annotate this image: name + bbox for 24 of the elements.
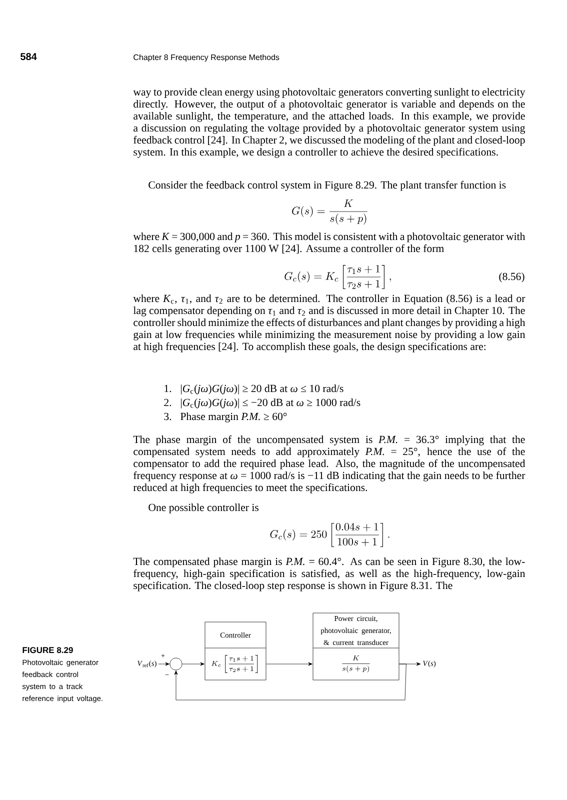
body-paragraph: where K$_{c}$, τ$_{1}$, and τ$_{2}$ are to be determined. The controller in Equation (8.56) is a lead or lag compensator depending on τ$_{1}$ and τ$_{2}$ and is discussed in more detail in Chapter 10. The controller should minimize the effects of disturbances and plant changes by providing a high gain at low frequencies while minimizing the measurement noise by providing a low gain at high frequencies [24]. To accomplish these goals, the design specifications are: bbox=[133, 294, 526, 352]
equation-number: (8.56) bbox=[499, 272, 524, 282]
equation: $G_c(s) = 250\left[\frac{0.04s+1}{100s+1}\right].$ bbox=[270, 522, 390, 547]
list-item: Phase margin P.M. ≥ 60° bbox=[180, 412, 287, 422]
figure-number: FIGURE 8.29 bbox=[22, 647, 73, 654]
body-paragraph: way to provide clean energy using photovoltaic generators converting sunlight to electricity directly. However, the output of a photovoltaic generator is variable and depends on the available sunlight, the temperature, and the attached loads. In this example, we provide a discussion on regulating the voltage provided by a photovoltaic generator system using feedback control [24]. In Chapter 2, we discussed the modeling of the plant and closed-loop system. In this example, we design a controller to achieve the desired specifications. bbox=[133, 88, 526, 158]
list-item: |G$_{c}$(jω)G(jω)| ≤ −20 dB at ω ≥ 1000 rad/s bbox=[181, 398, 360, 408]
body-paragraph: One possible controller is bbox=[148, 504, 258, 514]
body-paragraph: where K = 300,000 andp = 360. This model is consistent with a photovoltaic generator with 182 cells generating over 1100 W [24]. Assume a controller of the form bbox=[133, 232, 526, 254]
arrow bbox=[266, 662, 312, 666]
body-paragraph: The compensated phase margin is P.M. = 60.4°. As can be seen in Figure 8.30, the low-frequency, high-gain specification is satisfied, as well as the high-frequency, low-gain specification. The closed-loop step response is shown in Figure 8.31. The bbox=[133, 558, 526, 592]
feedback-arrow bbox=[174, 664, 406, 700]
list-number: 2. bbox=[164, 398, 172, 406]
body-paragraph: The phase margin of the uncompensated system is P.M. = 36.3° implying that the compensated system needs to add approximately P.M. = 25°, hence the use of the compensator to add the required phase lead. Also, the magnitude of the uncompensated frequency response at ω = 1000 rad/s is −11 dB indicating that the gain needs to be further reduced at high frequencies to meet the specifications. bbox=[133, 435, 526, 494]
page-number: 584 bbox=[20, 53, 37, 60]
arrow bbox=[182, 662, 204, 666]
body-paragraph: Consider the feedback control system in Figure 8.29. The plant transfer function is bbox=[148, 180, 506, 191]
list-number: 3. bbox=[164, 412, 172, 420]
equation: $G_c(s) = K_c\left[\frac{\tau_1 s+1}{\tau_2 s+1}\right],$ bbox=[284, 265, 392, 289]
list-item: |G$_{c}$(jω)G(jω)| ≥ 20 dB at ω ≤ 10 rad/s bbox=[181, 384, 344, 394]
equation: $G(s) = \frac{K}{s(s+p)}$ bbox=[292, 199, 368, 225]
running-head: Chapter 8 Frequency Response Methods bbox=[134, 54, 280, 62]
arrow bbox=[158, 662, 170, 666]
list-number: 1. bbox=[164, 384, 172, 392]
